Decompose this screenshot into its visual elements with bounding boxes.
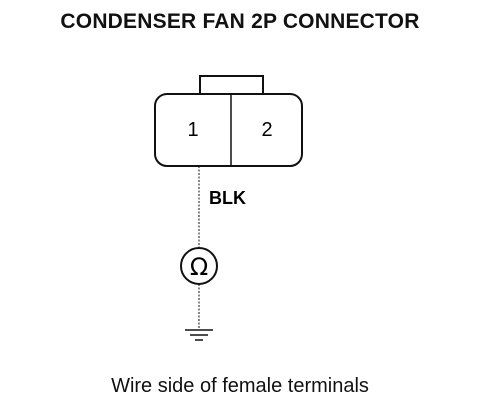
connector-pin-1-label: 1 (187, 119, 198, 141)
diagram-title: CONDENSER FAN 2P CONNECTOR (60, 10, 420, 33)
wire-color-label: BLK (209, 188, 246, 208)
connector-lock-tab (199, 75, 264, 94)
connector-housing (154, 93, 303, 167)
diagram-caption: Wire side of female terminals (111, 375, 369, 397)
ground-icon (185, 329, 213, 341)
connector-pin-2-label: 2 (261, 119, 272, 141)
ohmmeter-icon: Ω (180, 247, 218, 285)
ohm-symbol: Ω (190, 253, 208, 281)
